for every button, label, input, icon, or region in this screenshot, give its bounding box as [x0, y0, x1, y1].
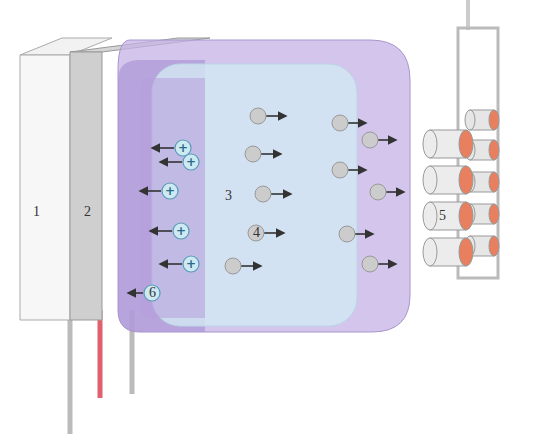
ion-charge: + [186, 156, 196, 168]
callout-number: 3 [225, 189, 232, 203]
ion-charge: + [178, 142, 188, 154]
callout-number: 5 [439, 209, 446, 223]
callout-number: 4 [253, 226, 260, 240]
ion-charge: + [165, 185, 175, 197]
part-number: 2 [84, 205, 91, 219]
part-number: 1 [33, 205, 40, 219]
callout-number: 6 [149, 286, 156, 300]
ion-charge: + [176, 225, 186, 237]
ion-charge: + [186, 258, 196, 270]
